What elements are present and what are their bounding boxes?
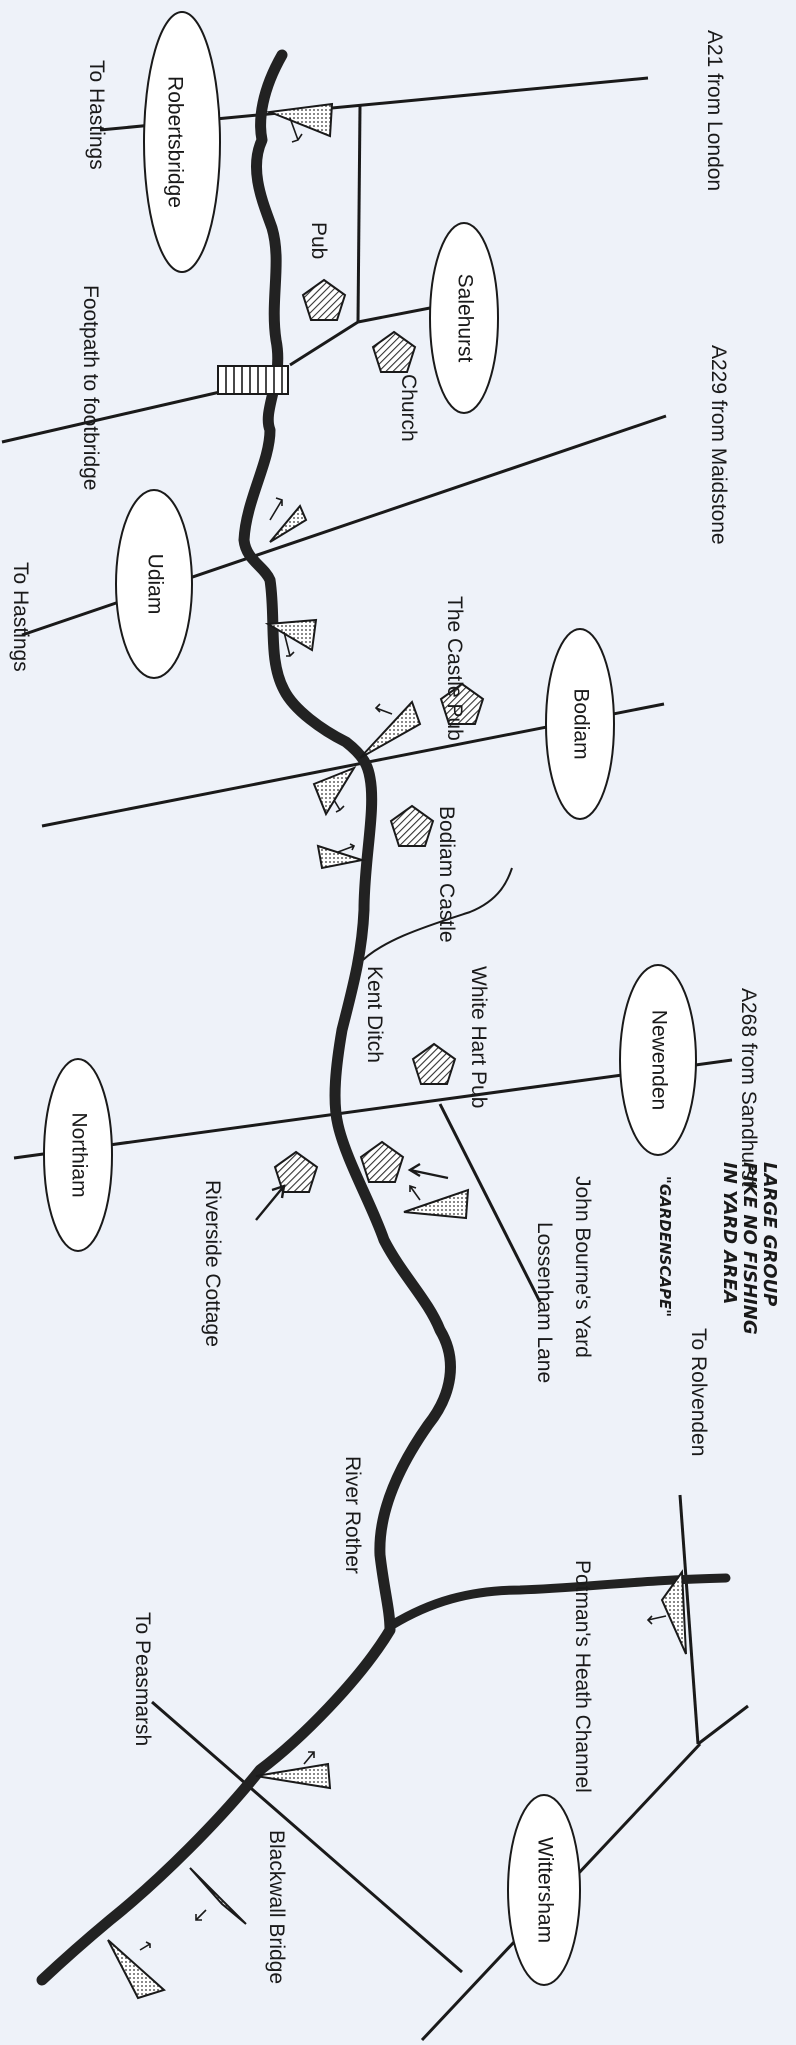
- pennant-flag-icon: [312, 765, 357, 817]
- label-blackwall-bridge: Blackwall Bridge: [265, 1830, 288, 1984]
- pennant-flag-icon: [107, 1939, 166, 2000]
- salehurst-lane: [357, 306, 431, 324]
- john-bournes-yard-icon: [359, 1140, 405, 1183]
- note-line-2: PIKE NO FISHING: [739, 1162, 760, 1335]
- kent-ditch: [357, 867, 513, 966]
- label-white-hart-pub: White Hart Pub: [467, 966, 490, 1108]
- town-label: Northiam: [67, 1112, 90, 1197]
- label-to-peasmarsh: To Peasmarsh: [131, 1612, 154, 1746]
- town-wittersham: Wittersham: [507, 1794, 581, 1986]
- town-newenden: Newenden: [619, 964, 697, 1156]
- town-label: Robertsbridge: [163, 76, 186, 208]
- footbridge-lane: [289, 320, 359, 367]
- label-lossenham-lane: Lossenham Lane: [533, 1222, 556, 1383]
- pennant-flag-icon: [264, 618, 318, 657]
- handwritten-note: LARGE GROUP PIKE NO FISHING IN YARD AREA: [719, 1162, 780, 1335]
- salehurst-lane-vertical: [356, 105, 362, 323]
- footbridge-icon: [217, 365, 289, 395]
- pennant-flag-icon: [269, 497, 308, 543]
- town-label: Bodiam: [569, 688, 592, 759]
- town-label: Wittersham: [533, 1837, 556, 1943]
- riverside-cottage-icon: [273, 1150, 319, 1193]
- note-line-1: LARGE GROUP: [759, 1162, 780, 1306]
- label-to-hastings-2: To Hastings: [9, 562, 32, 672]
- bodiam-castle-icon: [389, 804, 435, 847]
- town-label: Salehurst: [453, 274, 476, 363]
- fishing-pegs: [107, 102, 687, 2000]
- label-a21: A21 from London: [703, 30, 726, 191]
- label-to-hastings-1: To Hastings: [85, 60, 108, 170]
- label-castle-pub: The Castle Pub: [443, 596, 466, 741]
- label-church: Church: [397, 374, 420, 442]
- town-salehurst: Salehurst: [429, 222, 499, 414]
- pennant-flag-icon: [189, 1867, 247, 1925]
- town-robertsbridge: Robertsbridge: [143, 11, 221, 273]
- pennant-flag-icon: [266, 102, 334, 143]
- pub-icon: [301, 278, 347, 321]
- label-to-rolvenden: To Rolvenden: [687, 1328, 710, 1456]
- potmans-heath-channel: [387, 1573, 731, 1630]
- label-a268: A268 from Sandhurst: [737, 988, 760, 1187]
- label-pub: Pub: [307, 222, 330, 259]
- footpath: [1, 390, 221, 444]
- label-kent-ditch: Kent Ditch: [363, 966, 386, 1063]
- town-bodiam: Bodiam: [545, 628, 615, 820]
- label-bodiam-castle: Bodiam Castle: [435, 806, 458, 943]
- wittersham-road: [697, 1704, 749, 1746]
- pennant-flag-icon: [403, 1184, 470, 1220]
- lossenham-lane: [438, 1103, 542, 1303]
- pennant-flag-icon: [359, 700, 422, 759]
- points-of-interest: [255, 278, 485, 1221]
- road-labels: A21 from London To Hastings Footpath to …: [9, 30, 760, 1984]
- label-potmans-heath-channel: Potman's Heath Channel: [571, 1560, 594, 1793]
- label-footpath: Footpath to footbridge: [79, 285, 102, 490]
- place-labels: Pub Church The Castle Pub Bodiam Castle …: [201, 222, 674, 1793]
- label-gardenscape: "GARDENSCAPE": [656, 1176, 674, 1317]
- peasmarsh-road: [151, 1700, 463, 1974]
- label-a229: A229 from Maidstone: [707, 345, 730, 545]
- a268-road: [13, 1058, 733, 1160]
- church-icon: [371, 330, 417, 373]
- town-udiam: Udiam: [115, 489, 193, 679]
- town-northiam: Northiam: [43, 1058, 113, 1252]
- label-john-bournes-yard: John Bourne's Yard: [571, 1176, 594, 1358]
- pennant-flag-icon: [316, 843, 366, 870]
- note-line-3: IN YARD AREA: [719, 1162, 740, 1304]
- town-label: Newenden: [647, 1010, 670, 1110]
- pennant-flag-icon: [646, 1569, 687, 1655]
- town-label: Udiam: [143, 554, 166, 615]
- towns: Robertsbridge Salehurst Udiam Bodiam New…: [43, 11, 697, 1986]
- rolvenden-road: [678, 1494, 700, 1745]
- label-riverside-cottage: Riverside Cottage: [201, 1180, 224, 1347]
- pennant-flag-icon: [255, 1751, 332, 1790]
- white-hart-pub-icon: [411, 1042, 457, 1085]
- label-river-rother: River Rother: [341, 1456, 364, 1574]
- castle-pub-icon: [439, 682, 485, 725]
